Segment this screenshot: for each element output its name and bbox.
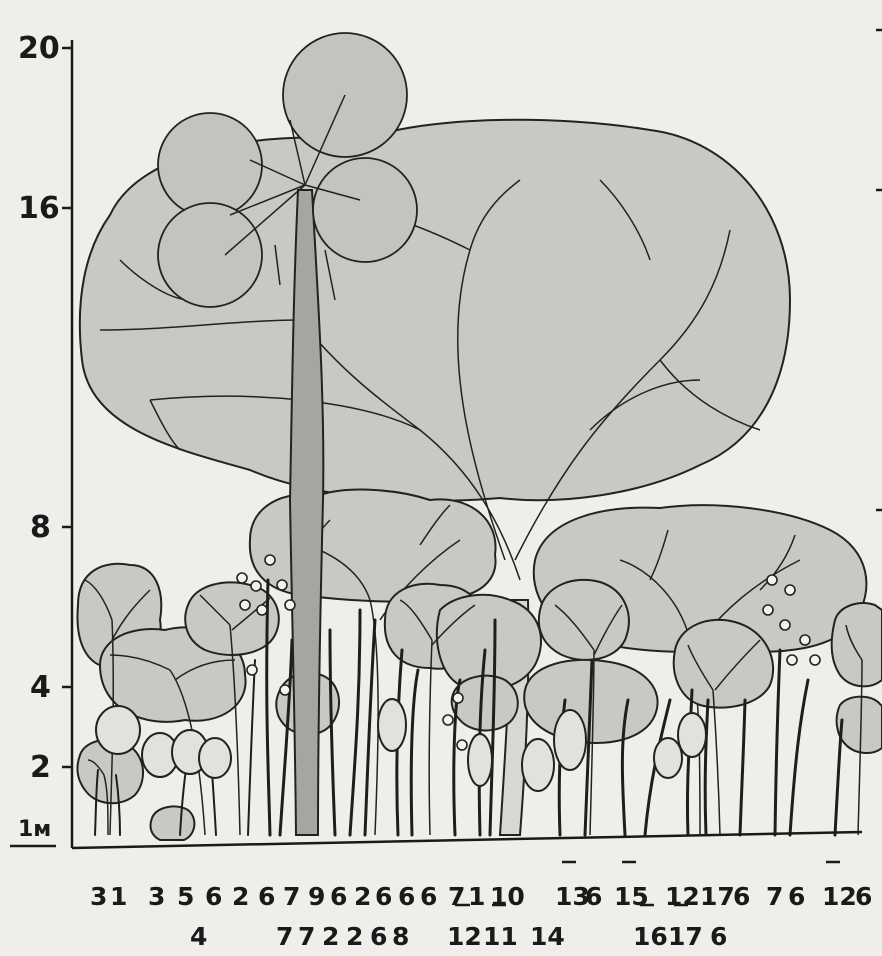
axis-label-2: 2 xyxy=(30,750,51,785)
plant-label: 2 xyxy=(232,882,249,911)
plant-label: 9 xyxy=(308,882,325,911)
axis-label-8: 8 xyxy=(30,510,51,545)
plant-label: 7 xyxy=(283,882,300,911)
plant-label: 6 xyxy=(370,922,387,951)
plant-label: 7 xyxy=(448,882,465,911)
plant-label: 3 xyxy=(148,882,165,911)
plant-label: 6 xyxy=(733,882,750,911)
plant-label: 2 xyxy=(322,922,339,951)
plant-label: 7 xyxy=(276,922,293,951)
plant-label: 1 xyxy=(468,882,485,911)
axis-label-20: 20 xyxy=(18,31,60,66)
plant-label: 6 xyxy=(375,882,392,911)
plant-label: 8 xyxy=(392,922,409,951)
height-axis: 20 16 8 4 2 1м xyxy=(10,31,72,848)
palm-frond-2 xyxy=(158,203,262,307)
plant-label: 15 xyxy=(614,882,649,911)
scale-unit-label: 1м xyxy=(18,817,51,842)
plant-label: 11 xyxy=(483,922,518,951)
plant-label: 6 xyxy=(398,882,415,911)
plant-label: 6 xyxy=(330,882,347,911)
plant-label: 12 xyxy=(665,882,700,911)
plant-label: 6 xyxy=(420,882,437,911)
plant-label: 3 xyxy=(90,882,107,911)
plant-label: 12 xyxy=(447,922,482,951)
plant-label: 12 xyxy=(822,882,857,911)
plant-label: 6 xyxy=(258,882,275,911)
plant-label: 10 xyxy=(490,882,525,911)
plant-label: 2 xyxy=(346,922,363,951)
plant-label: 14 xyxy=(530,922,565,951)
plant-labels-row2: 4 7 7 2 2 6 8 12 11 14 16 17 6 xyxy=(190,922,727,951)
plant-label: 6 xyxy=(855,882,872,911)
plant-label: 7 xyxy=(766,882,783,911)
plant-label: 4 xyxy=(190,922,207,951)
plant-label: 6 xyxy=(710,922,727,951)
plant-label: 6 xyxy=(205,882,222,911)
plant-label: 6 xyxy=(788,882,805,911)
plant-label: 17 xyxy=(700,882,735,911)
palm-frond-4 xyxy=(313,158,417,262)
plant-label: 5 xyxy=(177,882,194,911)
plant-label: 6 xyxy=(585,882,602,911)
palm-frond-1 xyxy=(158,113,262,217)
plant-label: 16 xyxy=(633,922,668,951)
plant-labels-row1: 3 1 3 5 6 2 6 7 9 6 2 6 6 6 7 1 10 13 6 … xyxy=(90,882,872,911)
plant-label: 1 xyxy=(110,882,127,911)
palm-trunk xyxy=(290,190,323,835)
axis-label-16: 16 xyxy=(18,191,60,226)
axis-label-4: 4 xyxy=(30,670,51,705)
plant-label: 17 xyxy=(668,922,703,951)
plant-label: 7 xyxy=(298,922,315,951)
plant-label: 2 xyxy=(354,882,371,911)
